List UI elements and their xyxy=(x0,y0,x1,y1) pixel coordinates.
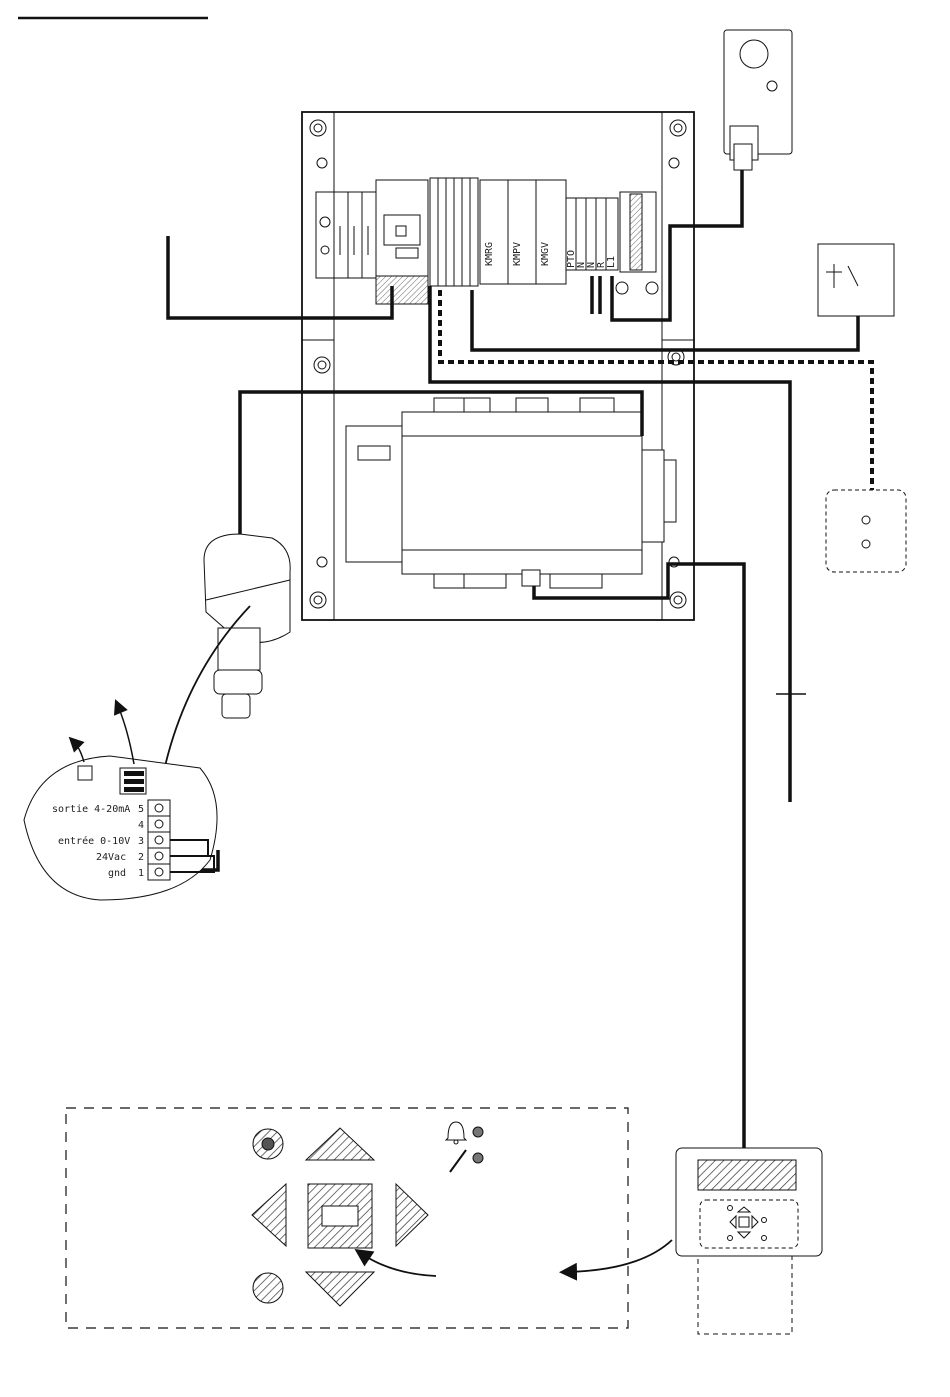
thermostat-switch xyxy=(818,244,894,316)
damper-actuator xyxy=(724,30,792,170)
relay-kmrg: KMRG xyxy=(484,242,495,266)
terminal-strip xyxy=(430,178,478,286)
left-arrow-button[interactable] xyxy=(252,1184,286,1246)
remote-terminal xyxy=(676,1148,822,1334)
room-sensor xyxy=(826,490,906,572)
svg-text:KMGV: KMGV xyxy=(540,242,551,266)
svg-text:3: 3 xyxy=(138,836,144,847)
circuit-breakers xyxy=(316,192,376,278)
svg-text:2: 2 xyxy=(138,852,144,863)
edit-led xyxy=(473,1153,483,1163)
relay-kmgv: KMGV xyxy=(540,242,551,266)
relay-group xyxy=(480,180,566,284)
enter-button-center xyxy=(322,1206,358,1226)
relay-kmpv: KMPV xyxy=(512,242,523,266)
up-arrow-button[interactable] xyxy=(306,1128,374,1160)
down-arrow-button[interactable] xyxy=(306,1272,374,1306)
svg-text:KMPV: KMPV xyxy=(512,242,523,266)
pencil-icon xyxy=(450,1150,466,1172)
svg-text:KMRG: KMRG xyxy=(484,242,495,266)
svg-text:4: 4 xyxy=(138,820,144,831)
bell-icon xyxy=(446,1122,466,1144)
svg-text:gnd: gnd xyxy=(108,868,126,879)
svg-text:24Vac: 24Vac xyxy=(96,852,126,863)
alarm-button-center xyxy=(262,1138,274,1150)
svg-text:sortie 4-20mA: sortie 4-20mA xyxy=(52,804,130,815)
terminal-l1: L1 xyxy=(606,256,617,268)
valve-actuator xyxy=(204,534,290,718)
terminal-to-keypad-arrow xyxy=(568,1240,672,1272)
escape-button[interactable] xyxy=(253,1273,283,1303)
svg-text:entrée 0-10V: entrée 0-10V xyxy=(58,835,130,847)
controller-connectors-top xyxy=(434,398,614,412)
svg-text:5: 5 xyxy=(138,804,144,815)
controller-unit xyxy=(346,412,676,586)
contactor xyxy=(376,180,428,304)
right-arrow-button[interactable] xyxy=(396,1184,428,1246)
alarm-led xyxy=(473,1127,483,1137)
svg-text:1: 1 xyxy=(138,868,144,879)
